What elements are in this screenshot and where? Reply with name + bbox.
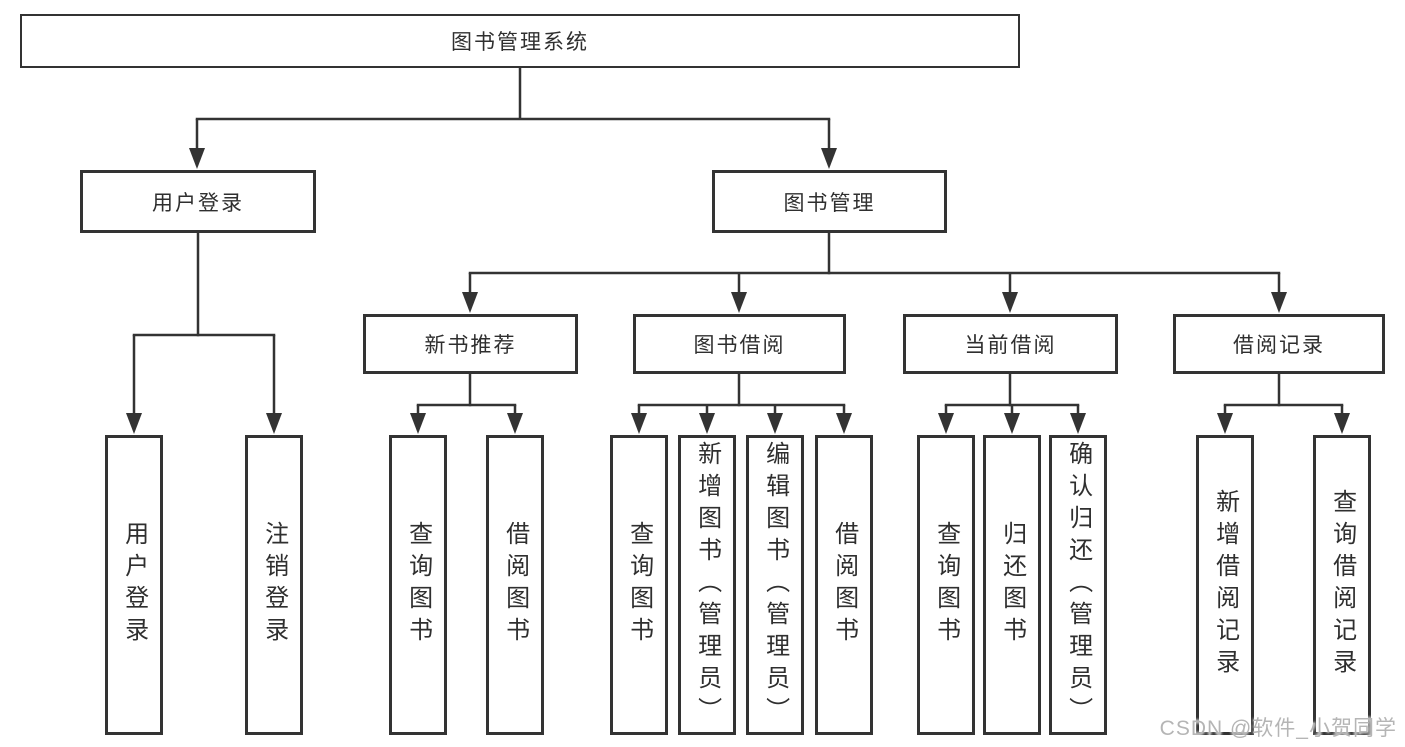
arrowhead-icon — [836, 413, 852, 434]
arrowhead-icon — [126, 413, 142, 434]
node-label: 查询图书 — [932, 521, 960, 649]
node-label: 查询图书 — [404, 521, 432, 649]
arrowhead-icon — [1271, 292, 1287, 313]
watermark: CSDN @软件_小贺同学 — [1159, 717, 1397, 740]
arrowhead-icon — [507, 413, 523, 434]
arrowhead-icon — [821, 148, 837, 169]
arrowhead-icon — [1334, 413, 1350, 434]
node-borrowing-records: 借阅记录 — [1173, 314, 1385, 374]
node-label: 当前借阅 — [964, 334, 1057, 357]
leaf-query-books-recommend: 查询图书 — [389, 435, 447, 735]
connector-book-borrowing-to-leaves — [631, 371, 852, 434]
node-label: 查询借阅记录 — [1328, 489, 1356, 681]
node-label: 图书管理 — [783, 191, 876, 215]
leaf-edit-books-admin: 编辑图书（管理员） — [746, 435, 804, 735]
leaf-borrow-books: 借阅图书 — [815, 435, 873, 735]
node-label: 用户登录 — [152, 191, 244, 215]
arrowhead-icon — [631, 413, 647, 434]
leaf-confirm-return-admin: 确认归还（管理员） — [1049, 435, 1107, 735]
leaf-logout: 注销登录 — [245, 435, 303, 735]
arrowhead-icon — [699, 413, 715, 434]
arrowhead-icon — [1002, 292, 1018, 313]
connector-root-to-level2 — [189, 66, 837, 169]
arrowhead-icon — [410, 413, 426, 434]
node-label: 注销登录 — [260, 521, 288, 649]
node-label: 新书推荐 — [424, 334, 517, 357]
arrowhead-icon — [462, 292, 478, 313]
node-book-borrowing: 图书借阅 — [633, 314, 846, 374]
node-current-borrowing: 当前借阅 — [903, 314, 1118, 374]
arrowhead-icon — [731, 292, 747, 313]
leaf-return-books: 归还图书 — [983, 435, 1041, 735]
node-label: 借阅图书 — [501, 521, 529, 649]
arrowhead-icon — [1004, 413, 1020, 434]
node-new-book-recommend: 新书推荐 — [363, 314, 578, 374]
node-label: 确认归还（管理员） — [1064, 441, 1092, 729]
node-label: 归还图书 — [998, 521, 1026, 649]
node-label: 图书借阅 — [693, 334, 786, 357]
node-label: 编辑图书（管理员） — [761, 441, 789, 729]
leaf-borrow-books-recommend: 借阅图书 — [486, 435, 544, 735]
leaf-query-borrow-record: 查询借阅记录 — [1313, 435, 1371, 735]
node-label: 查询图书 — [625, 521, 653, 649]
leaf-add-borrow-record: 新增借阅记录 — [1196, 435, 1254, 735]
node-label: 新增借阅记录 — [1211, 489, 1239, 681]
connector-user-login-to-leaves — [126, 230, 282, 434]
arrowhead-icon — [1070, 413, 1086, 434]
connector-current-borrowing-to-leaves — [938, 371, 1086, 434]
connector-new-book-recommend-to-leaves — [410, 371, 523, 434]
node-label: 图书管理系统 — [451, 31, 589, 54]
arrowhead-icon — [189, 148, 205, 169]
arrowhead-icon — [938, 413, 954, 434]
node-book-management: 图书管理 — [712, 170, 947, 233]
arrowhead-icon — [767, 413, 783, 434]
leaf-user-login: 用户登录 — [105, 435, 163, 735]
node-user-login: 用户登录 — [80, 170, 316, 233]
arrowhead-icon — [266, 413, 282, 434]
node-label: 新增图书（管理员） — [693, 441, 721, 729]
connector-borrowing-records-to-leaves — [1217, 371, 1350, 434]
leaf-add-books-admin: 新增图书（管理员） — [678, 435, 736, 735]
node-label: 借阅记录 — [1233, 334, 1325, 357]
leaf-query-books-current: 查询图书 — [917, 435, 975, 735]
node-label: 用户登录 — [120, 521, 148, 649]
leaf-query-books-borrowing: 查询图书 — [610, 435, 668, 735]
node-label: 借阅图书 — [830, 521, 858, 649]
connector-book-management-to-level3 — [462, 230, 1287, 313]
arrowhead-icon — [1217, 413, 1233, 434]
node-library-system: 图书管理系统 — [20, 14, 1020, 68]
